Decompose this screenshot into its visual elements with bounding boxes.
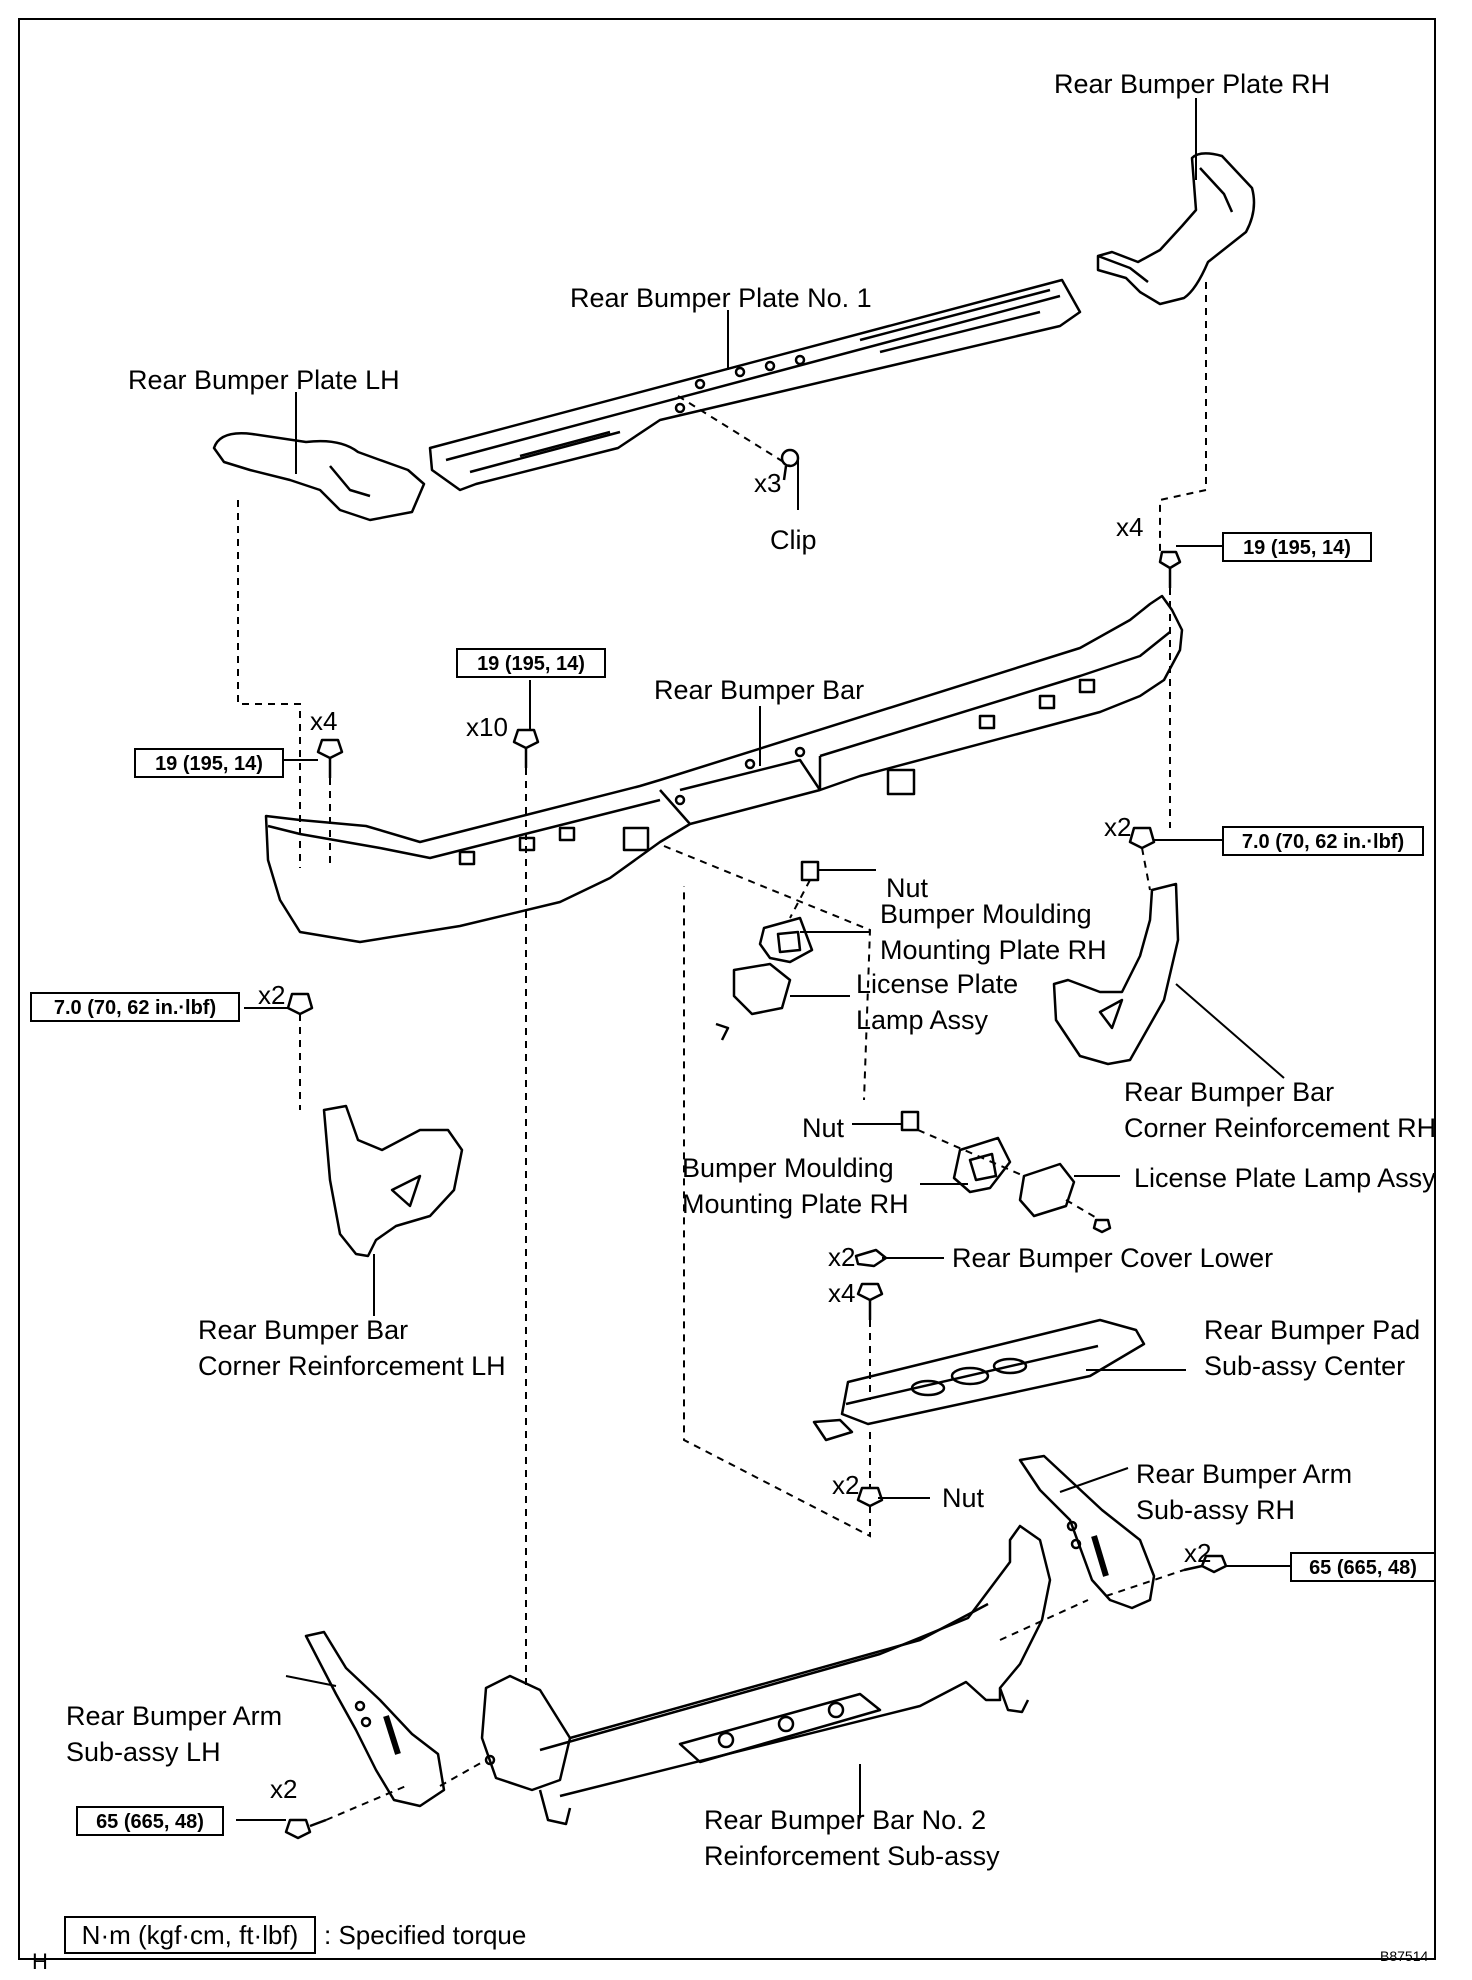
qty-clip: x3 (754, 468, 782, 498)
label-nut-upper: Nut (886, 873, 929, 903)
label-license-lamp-lower: License Plate Lamp Assy (1134, 1163, 1436, 1193)
license-lamp-upper-part (715, 962, 792, 1041)
label-nut-middle: Nut (802, 1113, 845, 1143)
qty-pad-nut: x2 (832, 1470, 860, 1500)
legend-unit-box: N·m (kgf·cm, ft·lbf) (64, 1916, 316, 1954)
label-arm-rh: Rear Bumper Arm Sub-assy RH (1136, 1456, 1352, 1528)
qty-lh-plate-bolt: x4 (310, 706, 338, 736)
qty-cover-lower: x2 (828, 1242, 856, 1272)
label-corner-reinforcement-lh: Rear Bumper Bar Corner Reinforcement LH (198, 1312, 506, 1384)
label-line: Lamp Assy (856, 1005, 989, 1035)
label-line: Corner Reinforcement LH (198, 1351, 506, 1381)
label-line: Rear Bumper Pad (1204, 1315, 1421, 1345)
rear-bumper-bar-part (264, 594, 1184, 944)
rear-bumper-plate-lh-part (212, 432, 426, 522)
legend-text: : Specified torque (324, 1920, 527, 1950)
qty-lh-nut: x2 (258, 980, 286, 1010)
label-pad-center: Rear Bumper Pad Sub-assy Center (1204, 1312, 1420, 1384)
leader-lines (236, 98, 1290, 1821)
torque-rh-nut: 7.0 (70, 62 in.·lbf) (1222, 826, 1424, 856)
label-license-lamp-upper: License Plate Lamp Assy (856, 966, 1018, 1038)
label-line: Corner Reinforcement RH (1124, 1113, 1437, 1143)
diagram-frame (18, 18, 1436, 1960)
label-line: Bumper Moulding (682, 1153, 894, 1183)
label-line: Sub-assy RH (1136, 1495, 1296, 1525)
corner-mark-right: B87514 (1380, 1948, 1429, 1964)
label-line: Sub-assy LH (66, 1737, 221, 1767)
moulding-plate-upper-part (758, 916, 814, 964)
label-line: Mounting Plate RH (682, 1189, 909, 1219)
bolt-shapes (284, 550, 1228, 1840)
label-line: Rear Bumper Bar (198, 1315, 409, 1345)
label-line: License Plate (856, 969, 1019, 999)
label-rear-bumper-plate-no1: Rear Bumper Plate No. 1 (570, 283, 872, 313)
label-rear-bumper-bar: Rear Bumper Bar (654, 675, 865, 705)
corner-reinforcement-rh-part (1052, 882, 1180, 1066)
label-rear-bumper-plate-rh: Rear Bumper Plate RH (1054, 69, 1331, 99)
label-bumper-moulding-lower: Bumper Moulding Mounting Plate RH (682, 1150, 909, 1222)
qty-lh-arm-bolt: x2 (270, 1774, 298, 1804)
qty-pad-bolt: x4 (828, 1278, 856, 1308)
torque-rh-arm-bolt: 65 (665, 48) (1290, 1552, 1436, 1582)
corner-reinforcement-lh-part (322, 1104, 464, 1258)
torque-bar-top-bolt: 19 (195, 14) (456, 648, 606, 678)
label-cover-lower: Rear Bumper Cover Lower (952, 1243, 1274, 1273)
alignment-lines (237, 282, 1207, 1821)
torque-rh-plate-bolt: 19 (195, 14) (1222, 532, 1372, 562)
label-bumper-moulding-upper: Bumper Moulding Mounting Plate RH (880, 896, 1107, 968)
qty-rh-plate-bolt: x4 (1116, 512, 1144, 542)
label-corner-reinforcement-rh: Rear Bumper Bar Corner Reinforcement RH (1124, 1074, 1436, 1146)
label-clip: Clip (770, 525, 817, 555)
label-rear-bumper-plate-lh: Rear Bumper Plate LH (128, 365, 400, 395)
torque-lh-plate-bolt: 19 (195, 14) (134, 748, 284, 778)
moulding-plate-lower-part (952, 1136, 1012, 1194)
label-line: Sub-assy Center (1204, 1351, 1406, 1381)
torque-lh-arm-bolt: 65 (665, 48) (76, 1806, 224, 1836)
corner-mark-left: H (32, 1949, 48, 1974)
label-line: Rear Bumper Arm (66, 1701, 283, 1731)
rear-bumper-plate-rh-part (1096, 152, 1256, 306)
label-nut-lower: Nut (942, 1483, 985, 1513)
label-line: Mounting Plate RH (880, 935, 1107, 965)
rear-bumper-plate-no1-part (428, 278, 1082, 492)
label-line: Bumper Moulding (880, 899, 1092, 929)
label-line: Rear Bumper Arm (1136, 1459, 1353, 1489)
torque-lh-nut: 7.0 (70, 62 in.·lbf) (30, 992, 240, 1022)
qty-bar-top-bolt: x10 (466, 712, 508, 742)
label-line: Rear Bumper Bar (1124, 1077, 1335, 1107)
qty-rh-nut: x2 (1104, 812, 1132, 842)
label-line: Reinforcement Sub-assy (704, 1841, 1000, 1871)
label-arm-lh: Rear Bumper Arm Sub-assy LH (66, 1698, 282, 1770)
arm-rh-part (1018, 1454, 1156, 1610)
label-bar-no2: Rear Bumper Bar No. 2 Reinforcement Sub-… (704, 1802, 1000, 1874)
cover-lower-part (854, 1248, 888, 1268)
arm-lh-part (304, 1630, 446, 1808)
qty-rh-arm-bolt: x2 (1184, 1538, 1212, 1568)
label-line: Rear Bumper Bar No. 2 (704, 1805, 987, 1835)
license-lamp-lower-part (1018, 1162, 1076, 1218)
pad-center-part (812, 1318, 1146, 1442)
bar-no2-part (480, 1524, 1052, 1826)
